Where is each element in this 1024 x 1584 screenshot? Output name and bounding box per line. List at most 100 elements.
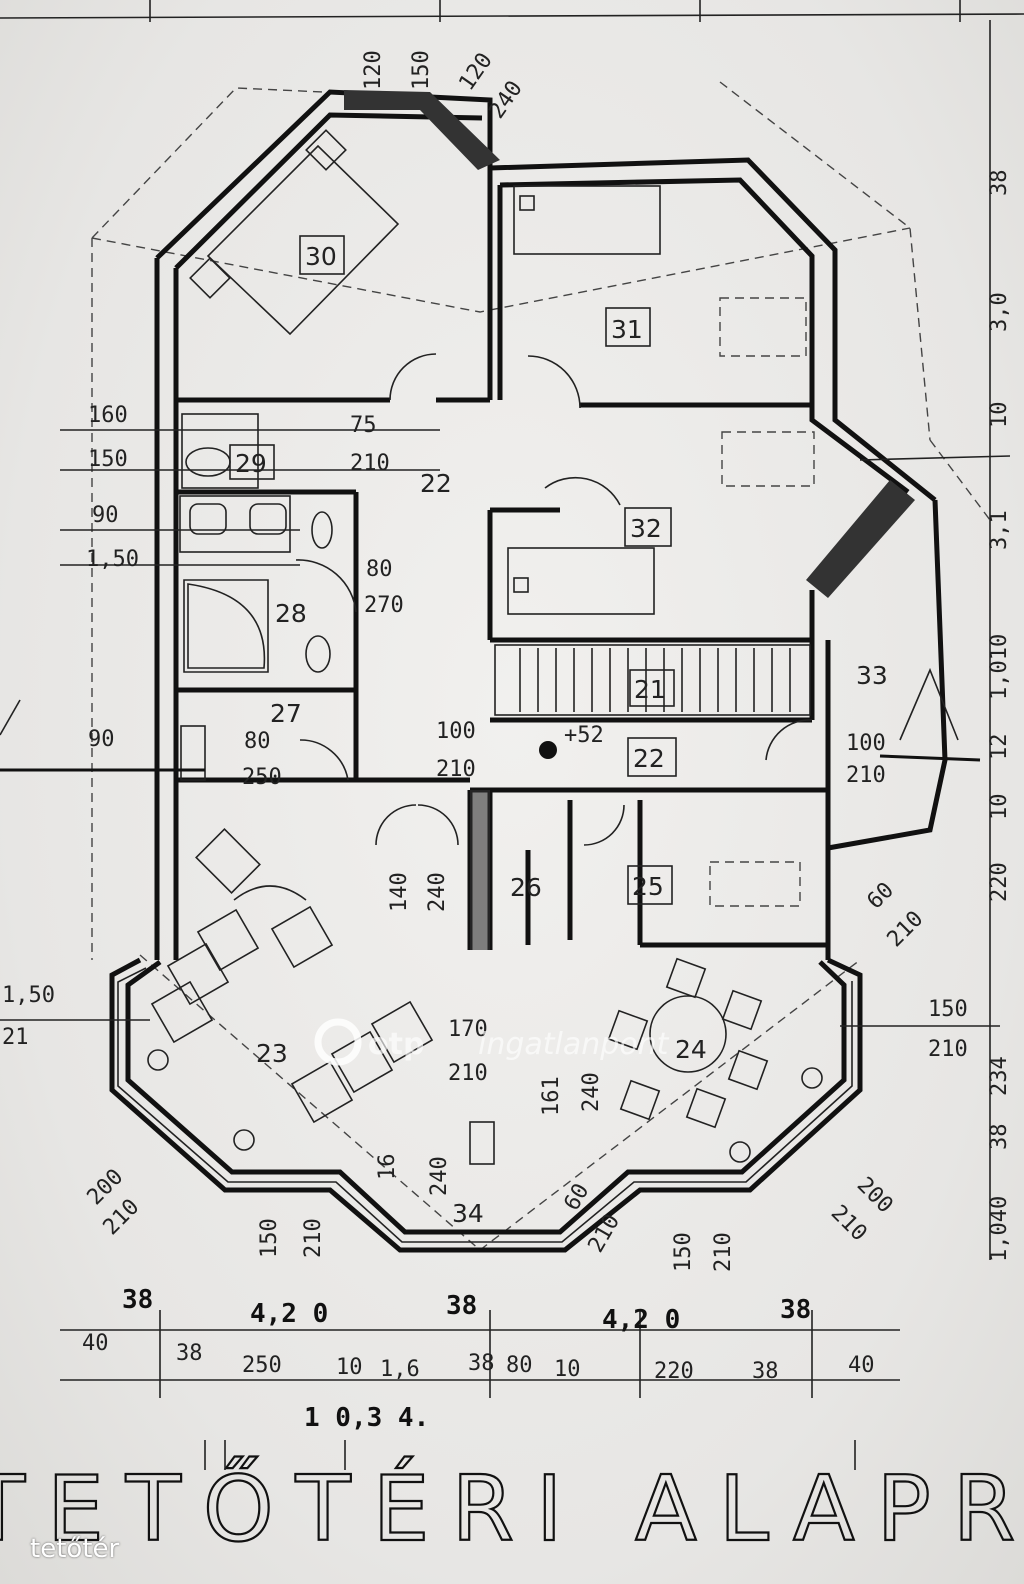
watermark: otp ingatlanpont — [314, 1018, 670, 1066]
dim-label: 220 — [987, 862, 1012, 902]
dim-label: 4,2 0 — [250, 1299, 328, 1329]
dim-label: 210 — [928, 1037, 968, 1062]
dim-label: 75 — [350, 413, 377, 438]
dim-label: 38 — [752, 1359, 779, 1384]
room-30-label: 30 — [305, 242, 337, 271]
dim-label: 10 — [987, 794, 1012, 821]
watermark-brand: otp — [368, 1027, 424, 1062]
dim-label: 200 — [852, 1173, 898, 1219]
section-line — [0, 667, 981, 772]
room-25-label: 25 — [632, 872, 664, 901]
dim-label: 150 — [88, 447, 128, 472]
dim-label: 10 — [554, 1357, 581, 1382]
dim-label: 38 — [468, 1351, 495, 1376]
dim-label: 210 — [436, 757, 476, 782]
total-width-label: 1 0,3 4. — [304, 1403, 429, 1433]
dim-label: 240 — [579, 1072, 604, 1112]
bay-walls — [109, 957, 863, 1253]
dim-label: 38 — [987, 170, 1012, 197]
room-29-label: 29 — [235, 449, 267, 478]
dim-label: 150 — [257, 1218, 282, 1258]
dim-label: 100 — [436, 719, 476, 744]
room-23-label: 23 — [256, 1039, 288, 1068]
dim-label: 170 — [448, 1017, 488, 1042]
dim-label: 90 — [92, 503, 119, 528]
dim-label: 150 — [671, 1232, 696, 1272]
dining-chair — [665, 957, 707, 999]
dining-chair — [721, 989, 763, 1031]
drawing-title: TETŐTÉRI ALAPRA — [0, 1455, 1024, 1562]
room-22-label: 22 — [420, 469, 452, 498]
dim-label: 80 — [366, 557, 393, 582]
dim-label: 210 — [350, 451, 390, 476]
dim-label: 10 — [336, 1355, 363, 1380]
dim-label: 90 — [88, 727, 115, 752]
dim-label: 12 — [987, 734, 1012, 761]
dim-label: 80 — [506, 1353, 533, 1378]
dim-label: 210 — [448, 1061, 488, 1086]
dim-label: 1,6 — [380, 1357, 420, 1382]
otp-logo-icon — [314, 1018, 362, 1066]
dim-label: 210 — [846, 763, 886, 788]
top-border-ticks — [0, 0, 1024, 22]
dim-label: 210 — [301, 1218, 326, 1258]
dim-label: 1,50 — [86, 547, 139, 572]
room-33-label: 33 — [856, 661, 888, 690]
dim-label: 3,0 — [987, 292, 1012, 332]
title-ticks — [204, 1440, 856, 1470]
dim-label: 38 — [446, 1291, 477, 1321]
dim-label: 150 — [928, 997, 968, 1022]
room-32-label: 32 — [630, 514, 662, 543]
dim-label: 38 — [780, 1295, 811, 1325]
dining-chair — [619, 1079, 661, 1121]
dim-label: 210 — [826, 1201, 872, 1247]
room-labels: 30 31 29 22 32 28 21 33 27 22 26 25 23 2… — [229, 235, 888, 1228]
dim-label: 270 — [364, 593, 404, 618]
dim-label: 234 — [987, 1056, 1012, 1096]
dim-label: 1,010 — [987, 634, 1012, 700]
dim-label: 250 — [242, 1353, 282, 1378]
dim-label: 1,040 — [987, 1196, 1012, 1262]
windows — [344, 90, 915, 950]
dim-label: 210 — [584, 1210, 626, 1257]
dim-label: 161 — [539, 1076, 564, 1116]
dim-label: 40 — [82, 1331, 109, 1356]
dim-label: 16 — [375, 1154, 400, 1181]
dim-label: 40 — [848, 1353, 875, 1378]
dim-label: 4,2 0 — [602, 1305, 680, 1335]
dim-label: 140 — [387, 872, 412, 912]
dim-label: 38 — [987, 1124, 1012, 1151]
dim-label: 250 — [242, 765, 282, 790]
dining-chair — [727, 1049, 769, 1091]
dim-label: +52 — [564, 723, 604, 748]
dim-label: 210 — [883, 906, 929, 952]
interior-walls — [176, 168, 828, 950]
fixtures — [147, 129, 823, 1165]
watermark-product: ingatlanpont — [478, 1027, 670, 1062]
dim-label: 120 — [361, 50, 386, 90]
exterior-walls — [154, 89, 948, 960]
staircase — [494, 644, 811, 716]
room-31-label: 31 — [611, 315, 643, 344]
dining-chair — [685, 1087, 727, 1129]
dim-label: 3,1 — [987, 510, 1012, 550]
dim-label: 150 — [409, 50, 434, 90]
dim-label: 220 — [654, 1359, 694, 1384]
room-34-label: 34 — [452, 1199, 484, 1228]
dim-label: 21 — [2, 1025, 29, 1050]
dim-label: 240 — [425, 872, 450, 912]
dimension-lines — [0, 20, 1011, 1398]
dim-label: 160 — [88, 403, 128, 428]
dim-label: 60 — [863, 878, 899, 914]
room-28-label: 28 — [275, 599, 307, 628]
dim-label: 240 — [427, 1156, 452, 1196]
dining-chair — [607, 1009, 649, 1051]
room-24-label: 24 — [675, 1035, 707, 1064]
dim-label: 10 — [987, 402, 1012, 429]
dim-label: 1,50 — [2, 983, 55, 1008]
doors — [295, 353, 813, 846]
room-22b-label: 22 — [633, 744, 665, 773]
room-21-label: 21 — [634, 675, 666, 704]
